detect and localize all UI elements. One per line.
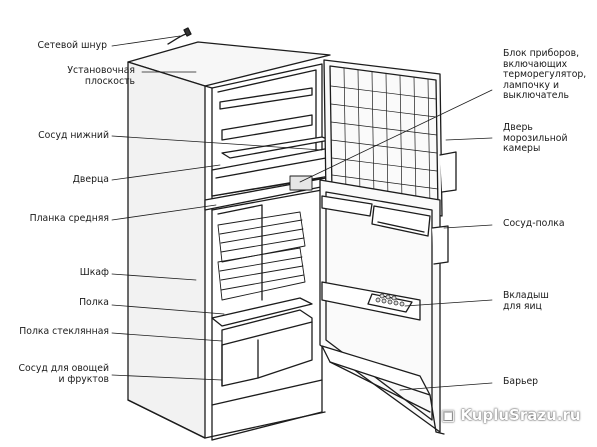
label-egg-insert: Вкладыш для яиц [503,290,549,312]
label-mounting-plane-line: Установочная [67,65,135,76]
label-freezer-door-line: морозильной [503,132,568,144]
label-shelf: Полка [79,297,109,308]
label-control-block-line: Блок приборов, [503,48,580,59]
label-freezer-door: Дверь морозильной камеры [503,122,568,155]
label-mounting-plane-line: плоскость [84,75,135,87]
label-barrier: Барьер [503,376,539,387]
label-glass-shelf: Полка стеклянная [19,326,109,337]
label-small-door: Дверца [72,174,109,185]
fridge-door-drawing [319,179,449,435]
label-freezer-door-line: камеры [503,143,541,154]
leader-lines-right [299,89,493,391]
label-control-block-line: включающих [503,58,568,70]
freezer-door-drawing [323,59,457,217]
label-veg-vessel: Сосуд для овощей и фруктов [18,363,109,385]
label-egg-insert-line: Вкладыш [503,290,549,301]
label-freezer-door-line: Дверь [503,122,533,133]
label-veg-vessel-line: и фруктов [58,373,109,385]
label-control-block: Блок приборов, включающих терморегулятор… [503,48,587,102]
leader-lines-left [111,35,323,381]
label-mounting-plane: Установочная плоскость [67,65,135,87]
label-control-block-line: лампочку и [503,79,560,91]
label-egg-insert-line: для яиц [503,300,542,312]
label-cabinet: Шкаф [79,267,109,278]
fridge-body [127,27,331,441]
watermark-icon: ▣ [441,406,456,424]
label-control-block-line: выключатель [503,90,569,101]
label-lower-vessel: Сосуд нижний [38,130,109,141]
label-middle-bar: Планка средняя [29,213,109,224]
watermark: ▣ KupluSrazu.ru [441,406,581,424]
watermark-text: KupluSrazu.ru [460,406,581,424]
label-control-block-line: терморегулятор, [503,69,587,80]
label-veg-vessel-line: Сосуд для овощей [18,363,109,374]
label-vessel-shelf: Сосуд-полка [503,218,565,229]
label-power-cord: Сетевой шнур [37,40,108,51]
